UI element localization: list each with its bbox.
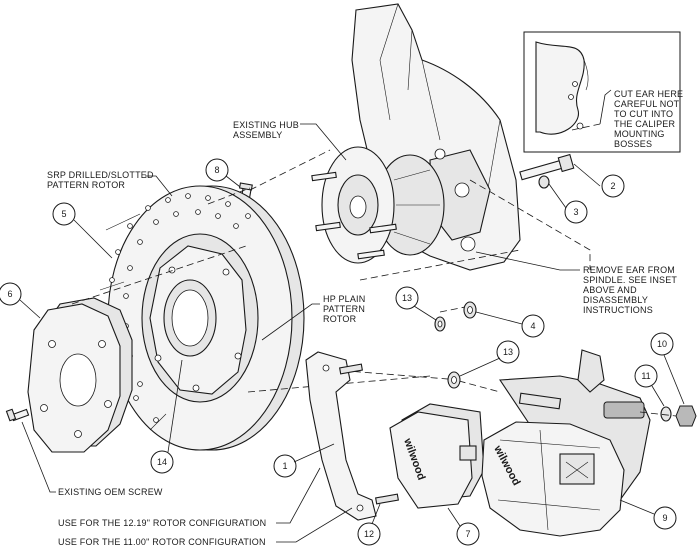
callout-4 [521, 314, 545, 338]
remove-ear-label: REMOVE EAR FROM SPINDLE. SEE INSET ABOVE… [583, 265, 680, 315]
svg-text:9: 9 [662, 513, 667, 523]
callout-9 [653, 506, 677, 530]
svg-text:4: 4 [530, 321, 535, 331]
existing-oem-screw [5, 408, 30, 422]
callout-13-lower [496, 340, 520, 364]
caliper-bolt [519, 153, 575, 181]
callout-7 [456, 522, 480, 546]
svg-text:1: 1 [282, 461, 287, 471]
callout-14 [150, 450, 174, 474]
callout-1 [273, 454, 297, 478]
svg-text:5: 5 [61, 209, 66, 219]
rotor [99, 185, 305, 451]
svg-text:13: 13 [402, 293, 412, 303]
callout-6 [0, 282, 22, 306]
callout-12 [357, 522, 381, 546]
callout-13-upper [395, 286, 419, 310]
svg-text:2: 2 [610, 181, 615, 191]
cut-ear-label: CUT EAR HERE CAREFUL NOT TO CUT INTO THE… [614, 89, 686, 149]
svg-text:12: 12 [364, 529, 374, 539]
existing-hub-assembly-label: EXISTING HUB ASSEMBLY [233, 120, 302, 140]
callout-3 [564, 200, 588, 224]
svg-text:13: 13 [503, 347, 513, 357]
svg-text:10: 10 [657, 339, 667, 349]
svg-text:11: 11 [641, 371, 650, 381]
inset-cut-ear-detail: CUT EAR HERE CAREFUL NOT TO CUT INTO THE… [523, 31, 686, 153]
use-1100-label: USE FOR THE 11.00" ROTOR CONFIGURATION [58, 537, 266, 547]
rotor-hat [27, 297, 133, 453]
fitting-washer-11 [660, 406, 672, 422]
use-1219-label: USE FOR THE 12.19" ROTOR CONFIGURATION [58, 518, 266, 528]
svg-text:14: 14 [157, 457, 167, 467]
caliper: wilwood [481, 349, 651, 537]
caliper-bracket [305, 351, 399, 521]
washer-3 [538, 175, 550, 189]
callout-10 [650, 332, 674, 356]
callout-5 [52, 202, 76, 226]
srp-rotor-label: SRP DRILLED/SLOTTED PATTERN ROTOR [47, 170, 156, 190]
callout-11 [634, 364, 658, 388]
callout-8 [205, 158, 229, 182]
fitting-10 [675, 405, 697, 427]
svg-text:6: 6 [7, 289, 12, 299]
existing-hub-assembly [311, 146, 445, 264]
hp-plain-rotor-label: HP PLAIN PATTERN ROTOR [323, 294, 368, 324]
brake-pads: wilwood [389, 403, 485, 509]
svg-text:7: 7 [465, 529, 470, 539]
callout-2 [601, 174, 625, 198]
svg-text:3: 3 [573, 207, 578, 217]
existing-oem-screw-label: EXISTING OEM SCREW [58, 487, 163, 497]
svg-text:8: 8 [214, 165, 219, 175]
